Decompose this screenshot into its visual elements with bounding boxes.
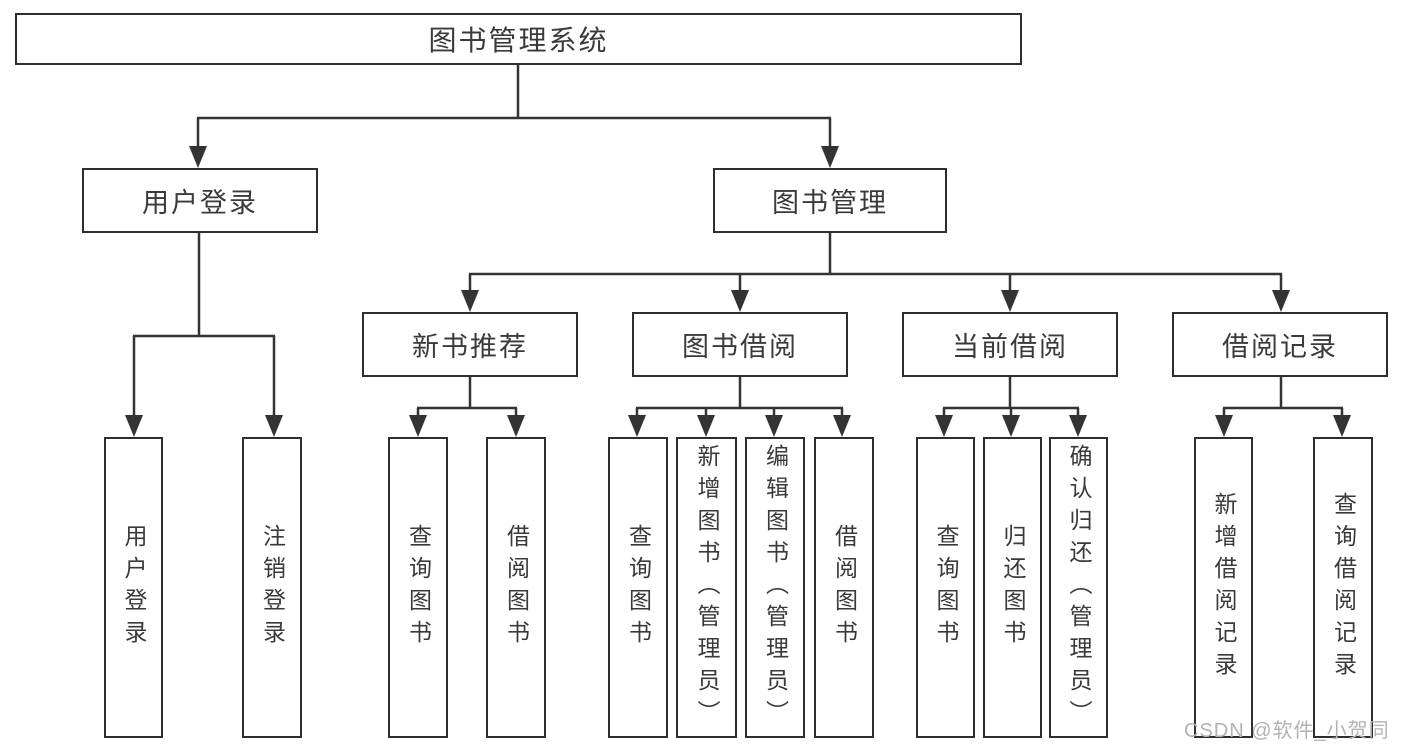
leaf-add-book-admin: 新增图书（管理员） [676,437,737,738]
leaf-return-books: 归还图书 [983,437,1042,738]
arrow-down-icon [189,146,207,168]
node-book-management: 图书管理 [713,168,947,233]
arrowheads [125,146,1351,437]
arrow-down-icon [765,415,783,437]
leaf-query-books: 查询图书 [916,437,975,738]
node-borrow-records: 借阅记录 [1172,312,1388,377]
leaf-query-books: 查询图书 [608,437,668,738]
arrow-down-icon [833,415,851,437]
node-root: 图书管理系统 [15,13,1022,65]
arrow-down-icon [1002,415,1020,437]
arrow-down-icon [1333,415,1351,437]
watermark: CSDN @软件_小贺同学 [1184,720,1390,742]
node-user-login: 用户登录 [82,168,318,233]
arrow-down-icon [507,415,525,437]
node-new-book-recommend: 新书推荐 [362,312,578,377]
arrow-down-icon [821,146,839,168]
leaf-add-borrow-record: 新增借阅记录 [1194,437,1253,738]
leaf-borrow-books: 借阅图书 [486,437,546,738]
leaf-logout: 注销登录 [242,437,302,738]
leaf-user-login: 用户登录 [104,437,163,738]
arrow-down-icon [628,415,646,437]
arrow-down-icon [935,415,953,437]
arrow-down-icon [697,415,715,437]
leaf-borrow-books: 借阅图书 [814,437,874,738]
node-book-borrow: 图书借阅 [632,312,848,377]
arrow-down-icon [1001,290,1019,312]
leaf-query-borrow-record: 查询借阅记录 [1313,437,1373,738]
leaf-edit-book-admin: 编辑图书（管理员） [745,437,805,738]
arrow-down-icon [1215,415,1233,437]
arrow-down-icon [461,290,479,312]
arrow-down-icon [265,415,283,437]
leaf-confirm-return-admin: 确认归还（管理员） [1049,437,1108,738]
leaf-query-books: 查询图书 [388,437,448,738]
arrow-down-icon [1272,290,1290,312]
node-current-borrow: 当前借阅 [902,312,1118,377]
arrow-down-icon [409,415,427,437]
arrow-down-icon [1069,415,1087,437]
arrow-down-icon [125,415,143,437]
arrow-down-icon [731,290,749,312]
